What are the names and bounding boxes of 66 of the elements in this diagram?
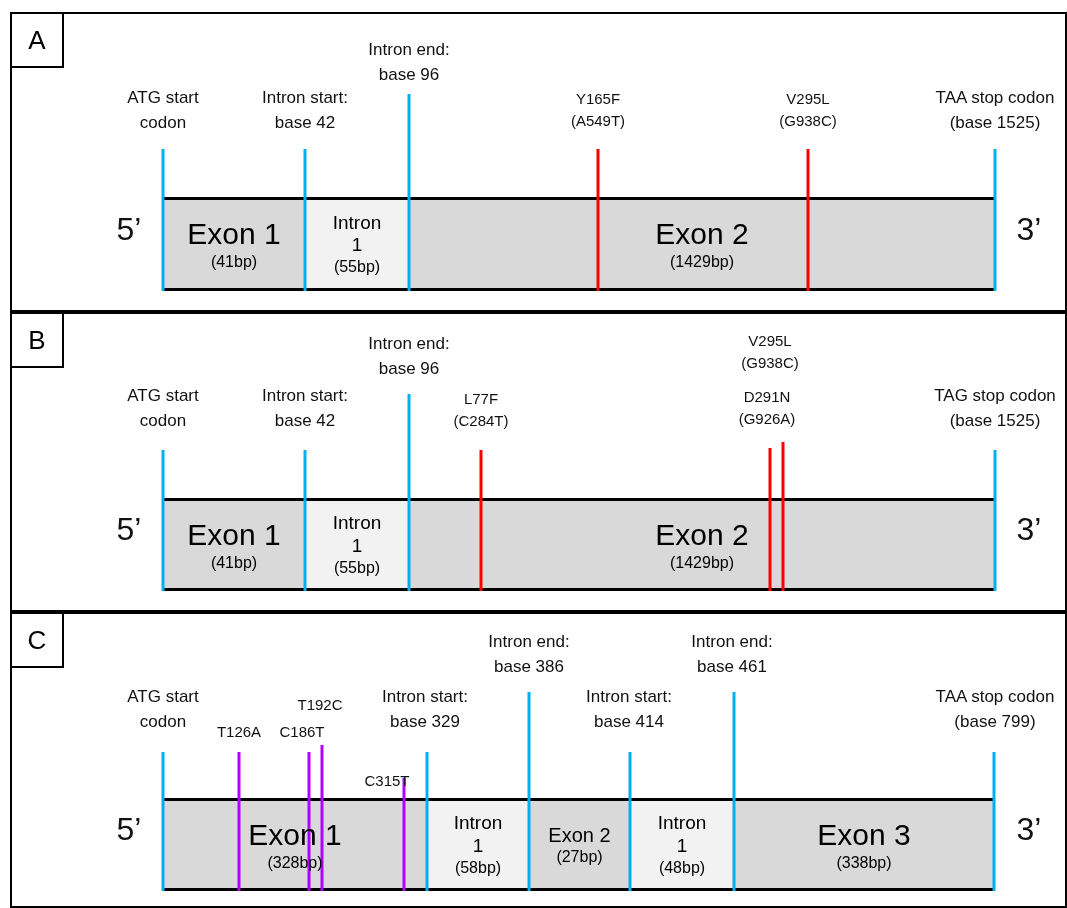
mutation-label: V295L (G938C)	[778, 89, 838, 131]
site-label: ATG start codon	[126, 385, 200, 432]
mutation-label: C315T	[363, 771, 411, 791]
exon-segment	[409, 197, 995, 291]
segment-name: Exon 1	[187, 516, 281, 553]
intron-segment	[630, 798, 734, 891]
strand-end-label: 3’	[1015, 210, 1043, 249]
strand-end-label: 5’	[115, 810, 143, 849]
site-label: TAA stop codon (base 1525)	[934, 87, 1056, 134]
site-label: Intron start: base 42	[261, 87, 349, 134]
panel	[10, 12, 1067, 312]
segment-name: Intron 1	[656, 812, 708, 858]
intron-segment	[305, 197, 409, 291]
site-label: Intron start: base 42	[261, 385, 349, 432]
exon-segment	[163, 798, 427, 891]
site-label: TAG stop codon (base 1525)	[933, 385, 1057, 432]
site-label: Intron end: base 461	[690, 631, 774, 678]
mutation-label: Y165F (A549T)	[569, 89, 627, 131]
segment-name: Exon 2	[548, 822, 611, 847]
mutation-label: T192C	[296, 695, 344, 715]
site-label: Intron start: base 329	[381, 686, 469, 733]
mutation-label: C186T	[278, 722, 326, 742]
segment-name: Intron 1	[452, 812, 504, 858]
mutation-label: V295L (G938C)	[740, 331, 800, 373]
exon-segment	[734, 798, 994, 891]
segment-name: Exon 2	[655, 516, 749, 553]
segment-name: Exon 3	[817, 816, 911, 853]
segment-name: Intron 1	[331, 512, 383, 558]
exon-segment	[163, 197, 305, 291]
strand-end-label: 3’	[1015, 510, 1043, 549]
site-label: ATG start codon	[126, 686, 200, 733]
segment-length: (55bp)	[333, 557, 381, 577]
panel-letter: B	[12, 314, 64, 368]
segment-length: (27bp)	[556, 846, 603, 867]
exon-segment	[163, 498, 305, 591]
site-label: Intron end: base 96	[367, 39, 451, 86]
segment-length: (58bp)	[454, 857, 502, 877]
exon-segment	[529, 798, 630, 891]
strand-end-label: 3’	[1015, 810, 1043, 849]
mutation-label: D291N (G926A)	[737, 387, 797, 429]
segment-name: Exon 1	[187, 216, 281, 253]
segment-length: (55bp)	[333, 257, 381, 277]
mutation-label: L77F (C284T)	[452, 389, 510, 431]
site-label: TAA stop codon (base 799)	[934, 686, 1056, 733]
panel	[10, 312, 1067, 612]
mutation-label: T126A	[215, 722, 263, 742]
segment-length: (48bp)	[658, 857, 706, 877]
panel	[10, 612, 1067, 908]
segment-length: (1429bp)	[669, 252, 734, 272]
panel-letter: A	[12, 14, 64, 68]
strand-end-label: 5’	[115, 510, 143, 549]
segment-length: (338bp)	[836, 852, 892, 873]
site-label: Intron end: base 386	[487, 631, 571, 678]
exon-segment	[409, 498, 995, 591]
site-label: Intron start: base 414	[585, 686, 673, 733]
segment-name: Intron 1	[331, 211, 383, 258]
panel-letter: C	[12, 614, 64, 668]
intron-segment	[427, 798, 529, 891]
segment-length: (1429bp)	[669, 552, 734, 573]
site-label: ATG start codon	[126, 87, 200, 134]
site-label: Intron end: base 96	[367, 333, 451, 380]
segment-length: (41bp)	[210, 252, 258, 272]
segment-length: (41bp)	[210, 552, 258, 573]
intron-segment	[305, 498, 409, 591]
segment-name: Exon 2	[655, 216, 749, 253]
strand-end-label: 5’	[115, 210, 143, 249]
